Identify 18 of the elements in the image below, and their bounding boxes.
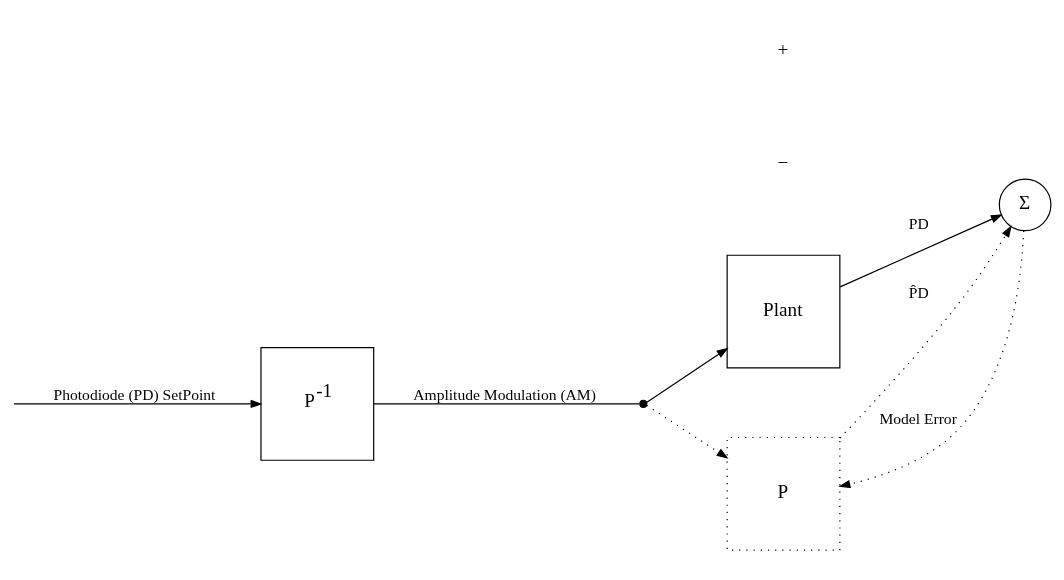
edge-label: Model Error [879, 409, 957, 427]
edge-label: Amplitude Modulation (AM) [413, 385, 596, 403]
arrow [13, 399, 263, 409]
arrow [838, 230, 1025, 489]
node-circle [639, 399, 648, 408]
arrow [839, 214, 1003, 288]
connector [373, 403, 641, 405]
label: − [777, 151, 789, 173]
label: + [777, 38, 789, 60]
arrow [646, 347, 729, 403]
node-box: P [726, 436, 841, 551]
node-circle: Σ [998, 178, 1052, 232]
edge-label: Photodiode (PD) SetPoint [53, 385, 216, 403]
edge-label: PD [908, 215, 929, 233]
arrow [839, 225, 1012, 439]
edge-label: P̂D [908, 283, 929, 301]
arrow [646, 404, 729, 459]
node-box: Plant [726, 254, 841, 369]
